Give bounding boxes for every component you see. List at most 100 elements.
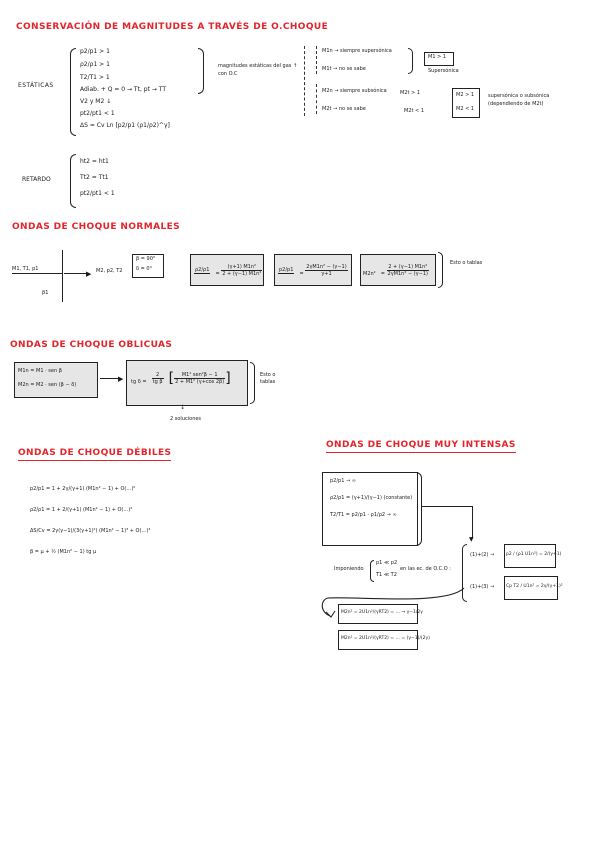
mag-estaticas-note: magnitudes estáticas del gas ↑ con O.C — [218, 63, 298, 77]
angle-beta: β = 90° — [136, 256, 156, 262]
debiles-list: p2/p1 = 1 + 2γ/(γ+1) (M1n² − 1) + O(…)² … — [30, 486, 150, 556]
retardo-item: Tt2 = Tt1 — [80, 174, 109, 181]
downstream-label: M2, p2, T2 — [96, 268, 123, 274]
normales-brace — [438, 252, 443, 288]
estaticas-brace — [70, 48, 76, 136]
oblicuas-note: Esto o tablas — [260, 372, 276, 385]
m2t-lt: M2t < 1 — [404, 108, 425, 114]
arrow-down-icon: ▼ — [469, 536, 474, 543]
m1t-nose: M1t → no se sabe — [322, 66, 366, 72]
m2-box — [452, 88, 480, 118]
intensas-arrow-line — [422, 506, 472, 507]
angles-box — [132, 254, 164, 278]
arrow-right-icon: ▶ — [118, 375, 124, 383]
m2t-nose: M2t → no se sabe — [322, 106, 366, 112]
m2t-gt: M2t > 1 — [400, 90, 421, 96]
m2n-sub: M2n → siempre subsónica — [322, 88, 387, 94]
eq-pressure-lhs: p2/p1 — [278, 267, 295, 274]
flow-line-out — [64, 273, 88, 274]
divider-dashed-3 — [316, 84, 317, 114]
normales-note: Esto o tablas — [450, 260, 483, 266]
r2-box — [504, 576, 558, 600]
retardo-item: pt2/pt1 < 1 — [80, 190, 115, 197]
r1-label: (1)+(2) → — [470, 552, 495, 558]
m1n-super: M1n → siempre supersónica — [322, 48, 392, 54]
estaticas-item: Adiab. + Q = 0 → Tt, pt → TT — [80, 86, 166, 93]
intensas-brace — [416, 472, 422, 546]
retardo-list: ht2 = ht1 Tt2 = Tt1 pt2/pt1 < 1 — [80, 158, 115, 198]
beta-label: β1 — [42, 290, 49, 296]
oblicuas-m1n: M1n = M1 · sen β — [18, 368, 62, 374]
shock-line — [62, 250, 63, 302]
title-debiles: ONDAS DE CHOQUE DÉBILES — [18, 448, 172, 461]
oblicuas-m2n: M2n = M2 · sen (β − δ) — [18, 382, 77, 388]
oblicuas-brace — [250, 362, 255, 404]
estaticas-item: V2 y M2 ↓ — [80, 98, 112, 105]
tgdelta-lhs: tg δ = — [131, 379, 147, 385]
mag-brace — [198, 48, 204, 94]
oblicuas-mach-box — [14, 362, 98, 398]
intensas-item: ρ2/ρ1 = (γ+1)/(γ−1) (constante) — [330, 495, 413, 501]
arrow-line — [100, 378, 120, 379]
en-ec-label: en las ec. de O.C.O : — [400, 566, 451, 572]
estaticas-label: ESTÁTICAS — [18, 82, 54, 89]
curved-arrow — [321, 587, 465, 618]
title-oblicuas: ONDAS DE CHOQUE OBLICUAS — [10, 340, 173, 350]
estaticas-list: p2/p1 > 1 ρ2/ρ1 > 1 T2/T1 > 1 Adiab. + Q… — [80, 48, 170, 130]
arrow-down-icon: ↓ — [180, 404, 186, 411]
intensas-arrow-vline — [472, 506, 473, 538]
estaticas-item: T2/T1 > 1 — [80, 74, 110, 81]
retardo-item: ht2 = ht1 — [80, 158, 109, 165]
debiles-eq: ρ2/ρ1 = 1 + 2/(γ+1) (M1n² − 1) + O(…)² — [30, 507, 133, 513]
divider-dashed — [304, 46, 305, 116]
estaticas-item: ΔS = Cv Ln [p2/p1 (ρ1/ρ2)^γ] — [80, 122, 170, 129]
b2-eq: M2n² = 2U1n²/(γRT2) = … = (γ−1)/(2γ) — [341, 636, 430, 641]
divider-dashed-2 — [316, 46, 317, 74]
b2-box — [338, 630, 418, 650]
eq-density-lhs: ρ2/ρ1 — [194, 267, 211, 274]
b1-box — [338, 604, 418, 624]
m1-brace — [408, 48, 413, 74]
tgdelta-box — [126, 360, 248, 406]
debiles-eq: p2/p1 = 1 + 2γ/(γ+1) (M1n² − 1) + O(…)² — [30, 486, 136, 492]
soluciones: 2 soluciones — [170, 416, 202, 422]
m1-box — [424, 52, 454, 66]
retardo-label: RETARDO — [22, 176, 51, 183]
eq-pressure-frac: 2γM1n² − (γ−1)γ+1 — [305, 264, 348, 277]
m2-gt: M2 > 1 — [456, 92, 475, 98]
title-conservacion: CONSERVACIÓN DE MAGNITUDES A TRAVÉS DE O… — [16, 22, 329, 32]
cond-brace — [370, 560, 374, 582]
imponiendo-label: Imponiendo — [334, 566, 364, 572]
r1-eq: p2 / (ρ1 U1n²) = 2/(γ+1) — [506, 552, 562, 557]
retardo-brace — [70, 154, 76, 208]
supersonica-word: Supersónica — [428, 68, 459, 74]
m2-lt: M2 < 1 — [456, 106, 475, 112]
debiles-eq: ΔS/Cv = 2γ(γ−1)/(3(γ+1)²) (M1n² − 1)³ + … — [30, 528, 151, 534]
b1-eq: M2n² = 2U1n²/(γRT2) = … → γ−1/2γ — [341, 610, 423, 615]
angle-delta: δ = 0° — [136, 266, 153, 272]
r2-label: (1)+(3) → — [470, 584, 495, 590]
title-intensas: ONDAS DE CHOQUE MUY INTENSAS — [326, 440, 516, 453]
cond-p: p1 ≪ p2 — [376, 560, 398, 566]
estaticas-item: ρ2/ρ1 > 1 — [80, 61, 110, 68]
eq-mach-lhs: M2n² — [363, 271, 376, 277]
r1-box — [504, 544, 556, 568]
dependiendo-note: supersónica o subsónica (dependiendo de … — [488, 93, 550, 107]
cond-t: T1 ≪ T2 — [376, 572, 397, 578]
upstream-label: M1, T1, p1 — [12, 266, 39, 272]
intensas-item: T2/T1 = p2/p1 · ρ1/ρ2 → ∞ — [330, 512, 397, 518]
estaticas-item: pt2/pt1 < 1 — [80, 110, 115, 117]
estaticas-item: p2/p1 > 1 — [80, 48, 110, 55]
eq-pressure: p2/p1 = 2γM1n² − (γ−1)γ+1 — [278, 264, 348, 277]
intensas-list: p2/p1 → ∞ ρ2/ρ1 = (γ+1)/(γ−1) (constante… — [330, 478, 412, 519]
result-brace — [462, 544, 467, 602]
arrow-right-icon: ▶ — [86, 270, 92, 278]
r2-eq: Cp T2 / U1n² = 2γ/(γ+1)² — [506, 584, 563, 589]
